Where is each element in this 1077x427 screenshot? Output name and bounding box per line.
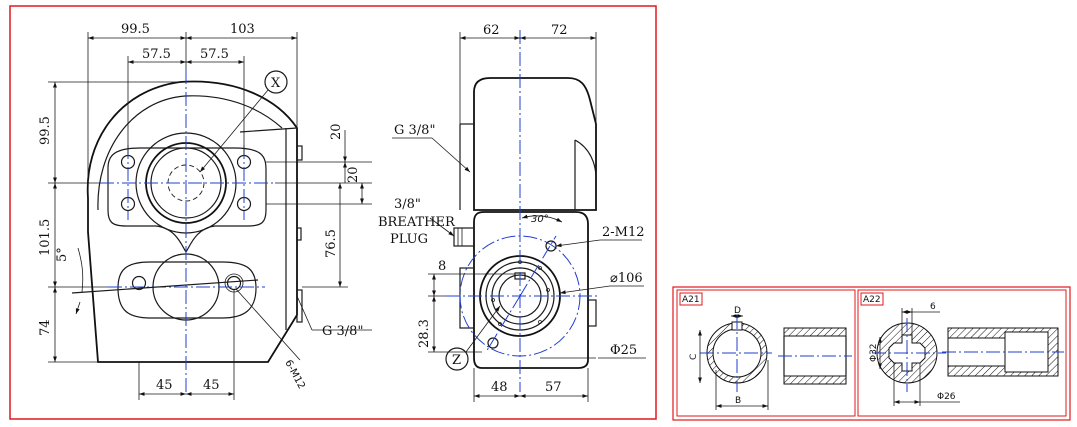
a21-dim-d: D bbox=[734, 306, 741, 316]
a21-tag: A21 bbox=[682, 295, 700, 305]
dim-74: 74 bbox=[38, 319, 53, 336]
dim-57: 57 bbox=[545, 380, 562, 395]
label-g38-side: G 3/8" bbox=[394, 123, 435, 138]
tilt-reference-line bbox=[71, 279, 259, 294]
housing-inner-curve bbox=[97, 95, 283, 211]
mount-hole-lower bbox=[487, 337, 499, 349]
dim-arrow-5-deg bbox=[75, 301, 81, 315]
upper-flange-plate bbox=[107, 147, 267, 254]
leader-dia106 bbox=[559, 285, 611, 295]
leader-z bbox=[465, 305, 501, 353]
dim-28-3: 28.3 bbox=[417, 319, 432, 348]
housing-outline bbox=[86, 80, 298, 363]
dim-72: 72 bbox=[551, 23, 568, 38]
housing-top-flange bbox=[239, 127, 298, 133]
dim-57-5-right: 57.5 bbox=[200, 47, 229, 62]
label-dia25: Φ25 bbox=[610, 343, 637, 358]
a22-tag: A22 bbox=[863, 295, 881, 305]
dim-45-left: 45 bbox=[156, 378, 173, 393]
a22-dim-26: Φ26 bbox=[937, 392, 956, 402]
dim-5-deg: 5° bbox=[55, 247, 70, 262]
lower-flange-plate bbox=[117, 261, 257, 319]
callout-x-label: X bbox=[271, 76, 281, 91]
a22-dim-32: Φ32 bbox=[869, 343, 879, 362]
detail-a21-drawing bbox=[679, 292, 852, 410]
dim-57-5-left: 57.5 bbox=[142, 47, 171, 62]
side-plug-bottom bbox=[296, 289, 303, 323]
a21-side-top-wall bbox=[783, 327, 847, 337]
label-g38-front: G 3/8" bbox=[322, 324, 363, 339]
dim-20-upper: 20 bbox=[329, 123, 344, 140]
a21-dim-b: B bbox=[735, 396, 741, 406]
label-plug: PLUG bbox=[390, 232, 428, 247]
main-drawing-frame bbox=[9, 5, 657, 420]
dim-8: 8 bbox=[438, 259, 446, 274]
leader-g38-side bbox=[431, 137, 471, 173]
a21-tag-box bbox=[679, 292, 703, 306]
a21-side-bottom-wall bbox=[783, 375, 847, 385]
side-lower-flange bbox=[459, 267, 475, 329]
detail-a21-frame bbox=[676, 289, 856, 417]
dim-20-lower: 20 bbox=[346, 166, 361, 183]
callout-z-label: Z bbox=[452, 353, 461, 368]
dim-101-5: 101.5 bbox=[38, 219, 53, 256]
leader-6-m12 bbox=[235, 288, 301, 361]
side-upper-curve bbox=[574, 139, 597, 179]
dim-48: 48 bbox=[491, 380, 508, 395]
label-6-m12: 6-M12 bbox=[282, 358, 306, 391]
leader-x bbox=[199, 89, 269, 173]
dim-62: 62 bbox=[483, 23, 500, 38]
dim-45-right: 45 bbox=[203, 378, 220, 393]
side-plug-top bbox=[296, 145, 303, 161]
dim-99-5-left: 99.5 bbox=[38, 116, 53, 145]
front-view bbox=[48, 32, 372, 400]
breather-plug bbox=[453, 227, 475, 247]
leader-2-m12 bbox=[555, 239, 601, 248]
side-plug-mid bbox=[296, 227, 302, 241]
dim-76-5: 76.5 bbox=[324, 229, 339, 258]
label-2-m12: 2-M12 bbox=[602, 225, 645, 240]
label-breather: BREATHER bbox=[378, 215, 456, 230]
callout-x-circle bbox=[264, 70, 288, 94]
label-30-deg: 30° bbox=[531, 214, 549, 225]
label-dia106: ⌀106 bbox=[610, 271, 643, 286]
dim-arc-30 bbox=[521, 214, 563, 223]
a22-tag-box bbox=[860, 292, 884, 306]
side-30-deg-line bbox=[519, 235, 557, 297]
side-lower-body bbox=[473, 211, 589, 369]
leader-breather bbox=[429, 217, 455, 237]
side-upper-body bbox=[473, 77, 597, 211]
detail-a22-drawing bbox=[860, 292, 1064, 406]
dim-arc-5-deg bbox=[77, 247, 84, 293]
dim-103: 103 bbox=[230, 22, 255, 37]
detail-a22-frame bbox=[857, 289, 1067, 417]
a22-dim-6: 6 bbox=[930, 302, 936, 312]
callout-z-circle bbox=[445, 347, 469, 371]
side-30-deg-line-lower bbox=[485, 295, 521, 353]
a21-dim-c: C bbox=[689, 354, 699, 360]
leader-g38-front bbox=[296, 295, 313, 331]
detail-outer-frame bbox=[672, 286, 1071, 421]
side-view bbox=[392, 30, 646, 402]
dim-99-5-top: 99.5 bbox=[121, 22, 150, 37]
label-breather-size: 3/8" bbox=[394, 197, 421, 212]
side-lower-boss bbox=[587, 299, 597, 327]
